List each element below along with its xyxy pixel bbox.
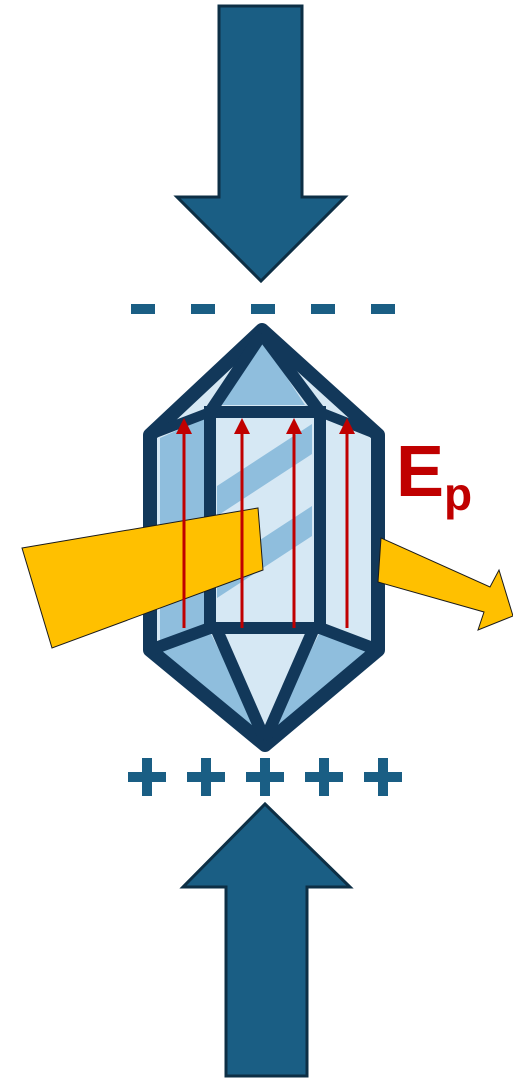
plus-sign-icon xyxy=(128,758,166,796)
negative-charges xyxy=(131,304,395,314)
polarization-field-label: Ep xyxy=(396,436,472,508)
plus-sign-icon xyxy=(305,758,343,796)
minus-sign-icon xyxy=(251,304,275,314)
minus-sign-icon xyxy=(131,304,155,314)
field-label-main: E xyxy=(396,432,444,512)
minus-sign-icon xyxy=(311,304,335,314)
plus-sign-icon xyxy=(364,758,402,796)
plus-sign-icon xyxy=(246,758,284,796)
minus-sign-icon xyxy=(191,304,215,314)
plus-sign-icon xyxy=(187,758,225,796)
force-arrow-top-icon xyxy=(177,6,345,281)
field-label-subscript: p xyxy=(444,468,472,520)
force-arrow-bottom-icon xyxy=(183,804,350,1076)
light-beam-out-icon xyxy=(378,538,513,630)
minus-sign-icon xyxy=(371,304,395,314)
positive-charges xyxy=(128,758,402,796)
